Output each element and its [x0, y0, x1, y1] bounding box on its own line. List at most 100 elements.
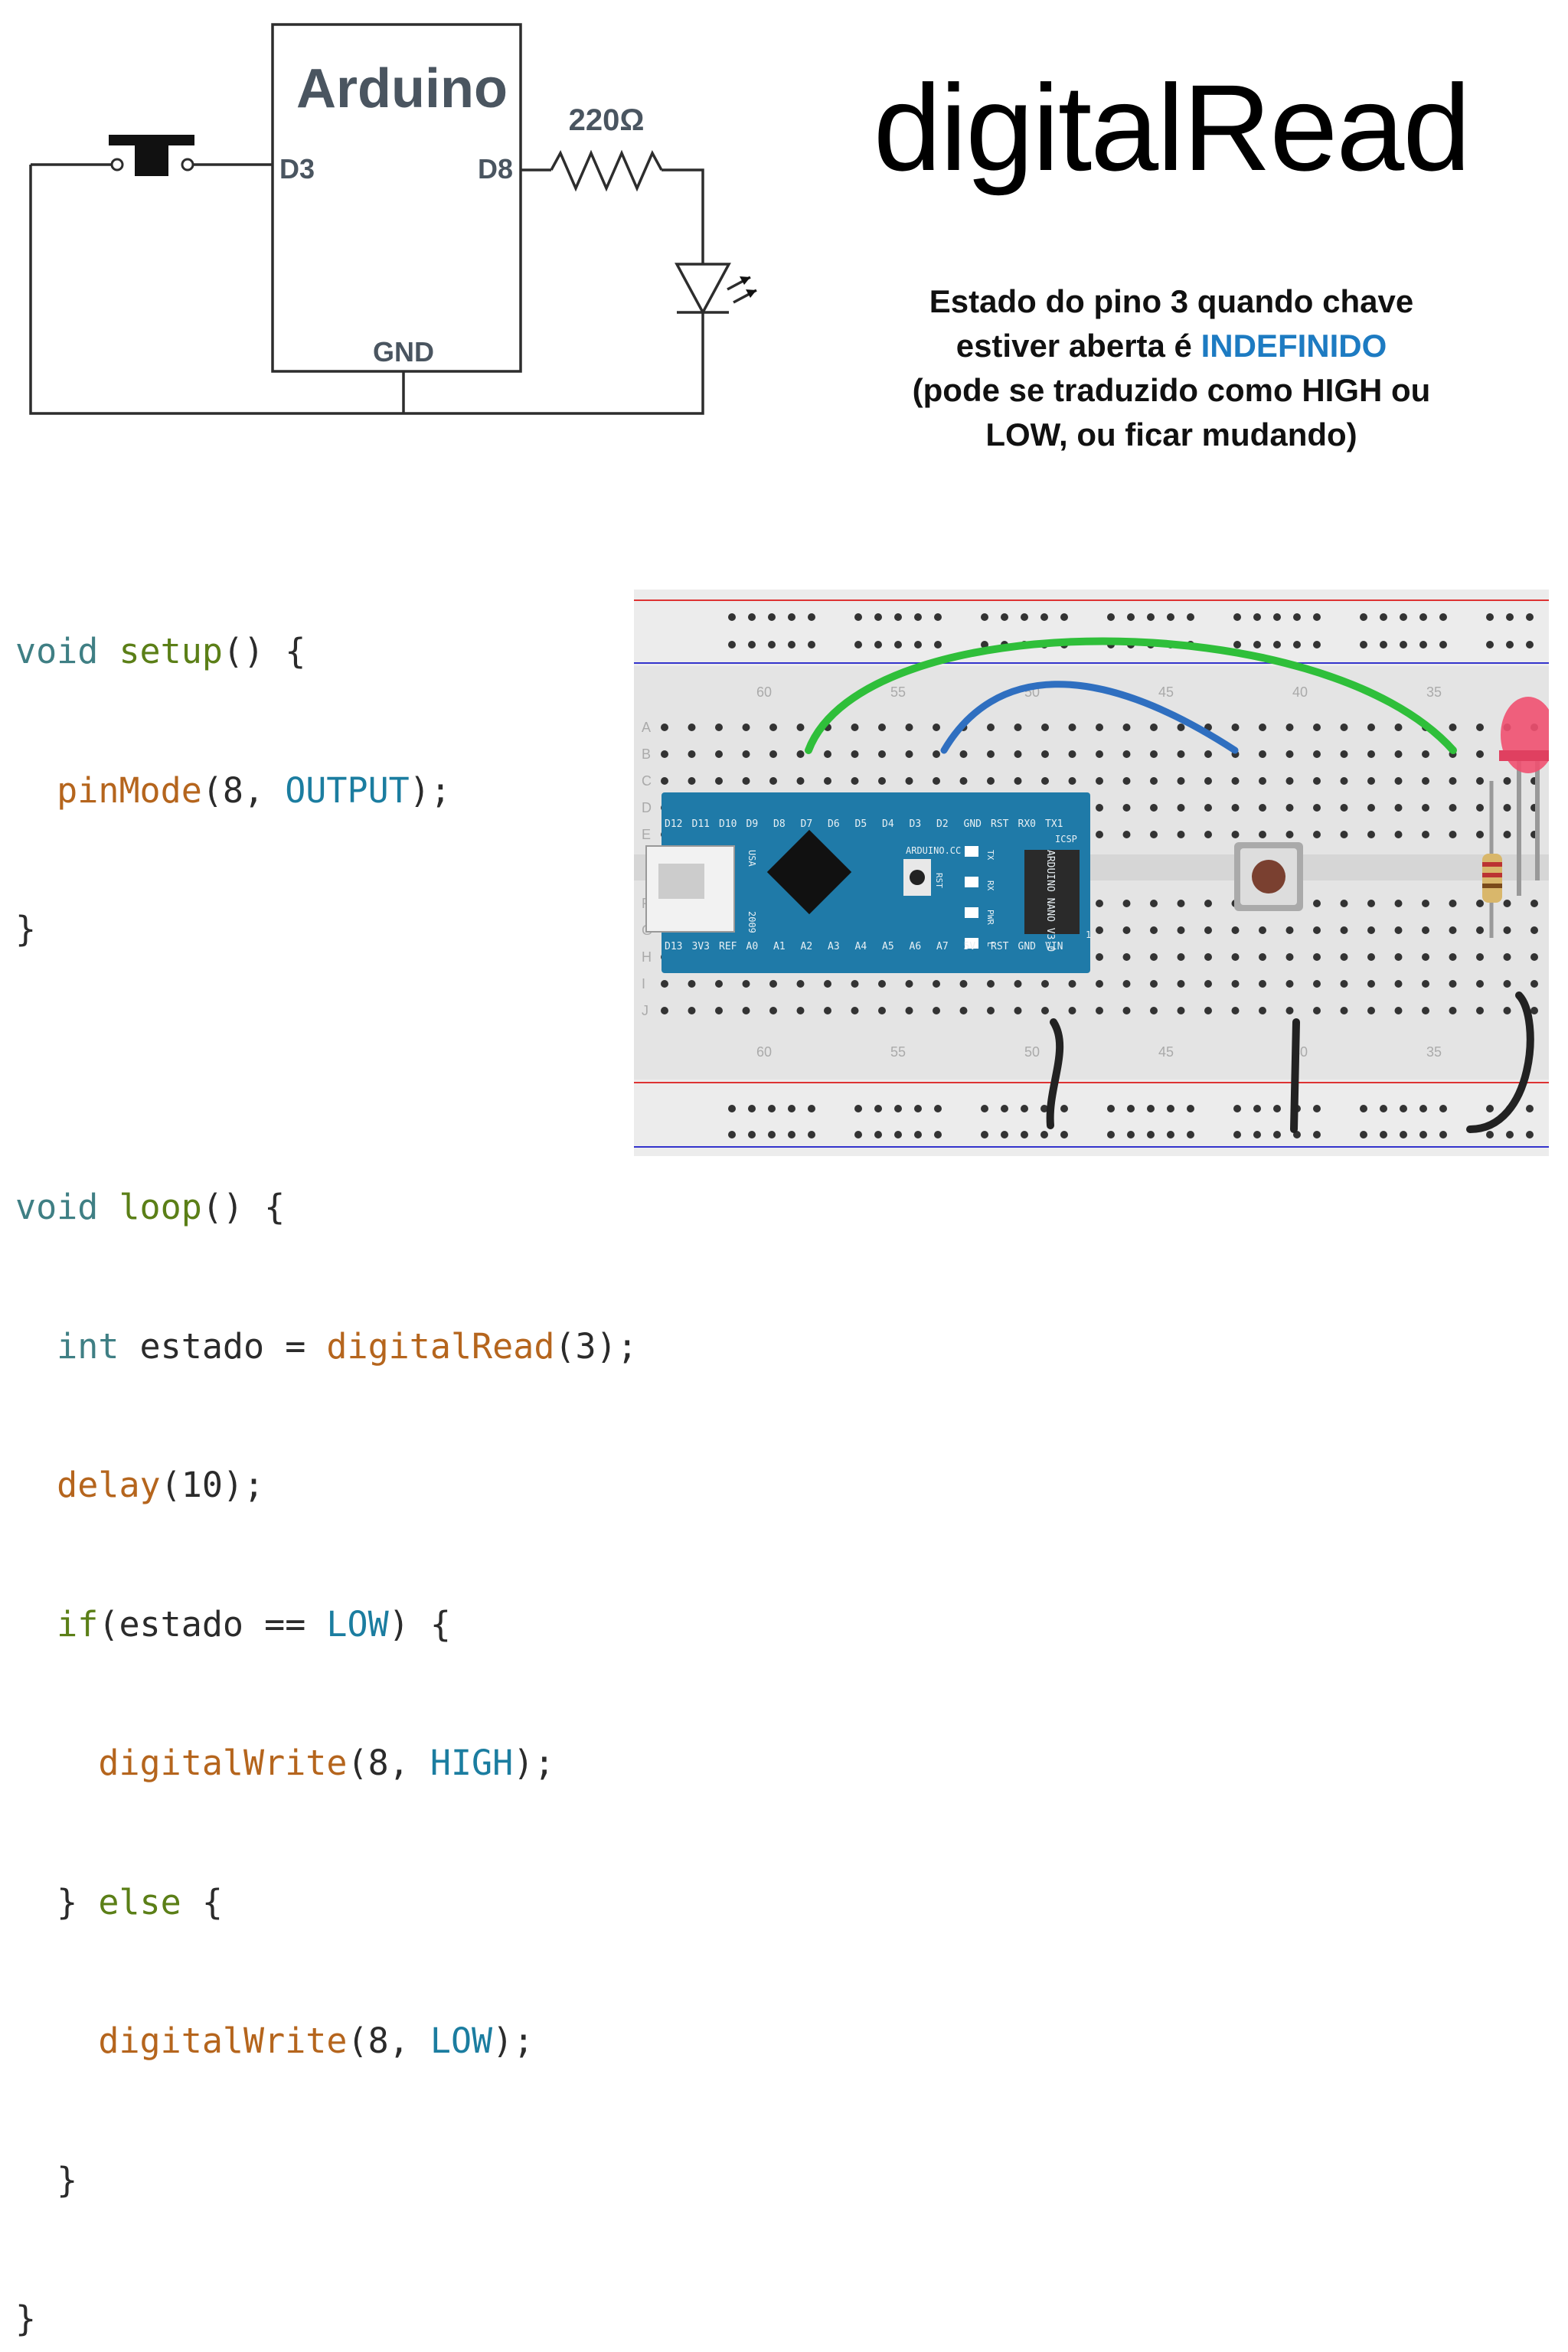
grid-hole [1367, 777, 1375, 785]
grid-hole [905, 724, 913, 731]
grid-hole [769, 980, 777, 988]
row-letter: D [642, 800, 652, 815]
row-letter: J [642, 1003, 648, 1018]
grid-hole [1394, 750, 1403, 758]
grid-hole [1285, 777, 1294, 785]
arduino-nano [645, 792, 1090, 973]
grid-hole [1096, 1007, 1103, 1014]
rail-hole [934, 641, 942, 648]
grid-hole [1340, 900, 1348, 907]
grid-hole [1177, 1007, 1185, 1014]
grid-hole [1313, 724, 1321, 731]
grid-hole [1503, 980, 1511, 988]
code-line: } else { [15, 1881, 223, 1922]
grid-hole [688, 1007, 696, 1014]
rail-hole [1060, 1105, 1068, 1112]
grid-hole [1394, 777, 1403, 785]
grid-hole [987, 724, 995, 731]
rail-hole [1060, 1131, 1068, 1138]
code-line: } [15, 2298, 37, 2339]
note-line-2: estiver aberta é INDEFINIDO [835, 324, 1508, 368]
column-number-top: 40 [1292, 684, 1308, 700]
rail-hole [1233, 1131, 1241, 1138]
grid-hole [1122, 777, 1131, 785]
rail-hole [1380, 641, 1387, 648]
grid-hole [905, 980, 913, 988]
rail-hole [1167, 1131, 1174, 1138]
pin-d8-label: D8 [478, 153, 513, 185]
grid-hole [933, 724, 940, 731]
grid-hole [1231, 980, 1240, 988]
column-number-top: 55 [890, 684, 906, 700]
grid-hole [1177, 926, 1185, 934]
grid-hole [661, 777, 668, 785]
grid-hole [1041, 724, 1049, 731]
rail-hole [1380, 613, 1387, 621]
grid-hole [742, 750, 750, 758]
rail-hole [874, 613, 882, 621]
grid-hole [987, 1007, 995, 1014]
code-line: digitalWrite(8, HIGH); [15, 1743, 555, 1783]
rail-hole [1400, 641, 1407, 648]
grid-hole [661, 1007, 668, 1014]
grid-hole [1204, 777, 1212, 785]
grid-hole [1340, 980, 1348, 988]
grid-hole [1122, 900, 1131, 907]
rail-hole [1147, 1105, 1155, 1112]
grid-hole [1476, 750, 1484, 758]
bottom-rail [634, 1080, 1549, 1156]
grid-hole [1041, 750, 1049, 758]
grid-hole [1285, 1007, 1294, 1014]
rail-hole [894, 641, 902, 648]
rail-hole [748, 1131, 756, 1138]
grid-hole [1259, 724, 1266, 731]
grid-hole [1313, 750, 1321, 758]
rail-hole [1439, 1131, 1447, 1138]
pushbutton [1234, 842, 1303, 911]
grid-hole [1177, 777, 1185, 785]
code-line: delay(10); [15, 1465, 265, 1505]
rail-hole [1439, 641, 1447, 648]
grid-hole [1449, 953, 1457, 961]
grid-hole [769, 724, 777, 731]
nano-icsp-label: ICSP [1055, 834, 1077, 844]
rail-hole [768, 641, 776, 648]
grid-hole [987, 750, 995, 758]
rail-hole [914, 1131, 922, 1138]
led-ray-arrow-2 [746, 289, 756, 298]
grid-hole [1449, 980, 1457, 988]
rail-hole [1233, 1105, 1241, 1112]
rail-hole [1001, 613, 1008, 621]
wire-resistor-led [662, 168, 704, 264]
grid-hole [1449, 831, 1457, 838]
grid-hole [1367, 926, 1375, 934]
row-letter: A [642, 720, 651, 735]
grid-hole [1041, 980, 1049, 988]
grid-hole [1068, 750, 1076, 758]
grid-hole [661, 724, 668, 731]
code-line-blank [15, 1046, 628, 1093]
grid-hole [1150, 1007, 1158, 1014]
grid-hole [1068, 980, 1076, 988]
grid-hole [1150, 831, 1158, 838]
grid-hole [1313, 953, 1321, 961]
nano-pin-label-top: D12 [665, 818, 682, 830]
grid-hole [959, 1007, 968, 1014]
nano-pin-label-top: D3 [910, 818, 922, 830]
row-letter: H [642, 949, 652, 965]
grid-hole [1122, 953, 1131, 961]
grid-hole [1394, 926, 1403, 934]
grid-hole [851, 980, 859, 988]
grid-hole [1313, 831, 1321, 838]
grid-hole [1231, 777, 1240, 785]
grid-hole [1096, 777, 1103, 785]
grid-hole [878, 750, 886, 758]
grid-hole [1476, 1007, 1484, 1014]
note-line-2-text: estiver aberta é [956, 328, 1201, 364]
nano-pin-label-bottom: A6 [910, 941, 922, 952]
grid-hole [1530, 953, 1538, 961]
grid-hole [1122, 926, 1131, 934]
rail-hole [748, 613, 756, 621]
grid-hole [1150, 953, 1158, 961]
grid-hole [1367, 900, 1375, 907]
